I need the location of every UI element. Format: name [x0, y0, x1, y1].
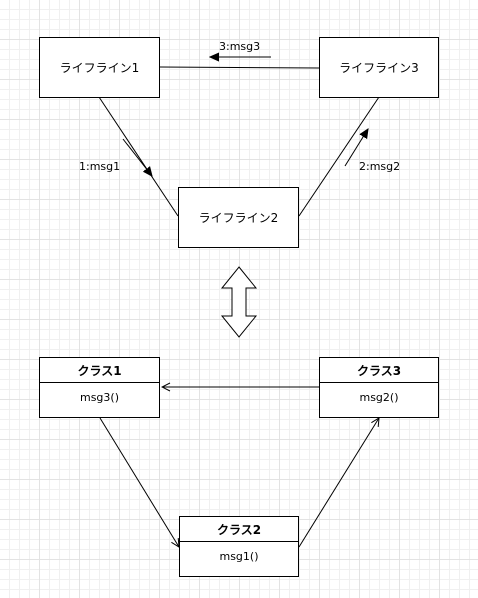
double-headed-vertical-arrow-icon [220, 266, 258, 338]
message-label-msg1: 1:msg1 [79, 160, 121, 173]
message-arrow-msg2 [344, 129, 368, 167]
lifeline-2-label: ライフライン2 [198, 211, 279, 225]
lifeline-3[interactable]: ライフライン3 [319, 37, 439, 98]
class-box-1[interactable]: クラス1 msg3() [39, 357, 160, 418]
link-lifeline2-lifeline3 [298, 96, 380, 217]
lifeline-1-label: ライフライン1 [59, 61, 140, 75]
lifeline-1[interactable]: ライフライン1 [39, 37, 160, 98]
message-label-msg2: 2:msg2 [359, 160, 401, 173]
association-class2-class3 [298, 418, 379, 548]
class-3-name: クラス3 [320, 358, 438, 383]
class-box-3[interactable]: クラス3 msg2() [319, 357, 439, 418]
message-arrow-msg1 [122, 138, 152, 176]
lifeline-3-label: ライフライン3 [339, 61, 419, 75]
class-1-name: クラス1 [40, 358, 159, 383]
message-label-msg3: 3:msg3 [219, 40, 261, 53]
class-box-2[interactable]: クラス2 msg1() [179, 516, 299, 577]
link-lifeline1-lifeline3 [159, 66, 320, 69]
class-3-method: msg2() [359, 391, 399, 404]
lifeline-2[interactable]: ライフライン2 [178, 187, 299, 248]
class-1-method: msg3() [79, 391, 119, 404]
association-class1-class2 [99, 417, 179, 547]
class-2-method: msg1() [219, 550, 259, 563]
class-2-name: クラス2 [180, 517, 298, 542]
link-lifeline1-lifeline2 [98, 96, 179, 217]
